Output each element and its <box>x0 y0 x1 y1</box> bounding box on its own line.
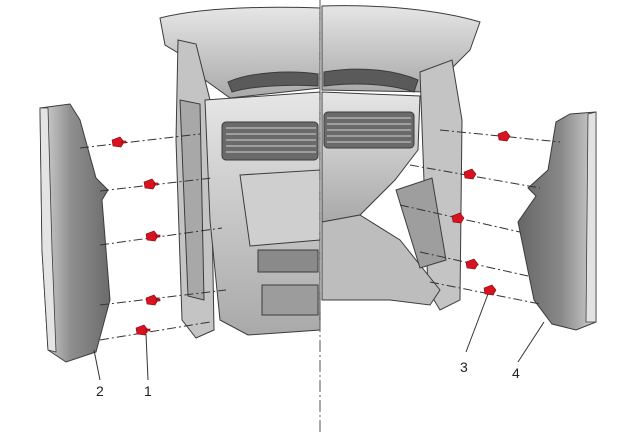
right-side-trim-cover <box>517 111 597 331</box>
center-console-left <box>239 169 321 247</box>
vent-louvres-left <box>226 127 316 153</box>
upper-vent-right <box>323 68 419 93</box>
center-vent-left <box>221 121 319 161</box>
red-retaining-clip-icon <box>497 130 511 142</box>
inner-bracket-right <box>395 177 447 269</box>
left-cover-edge <box>39 107 57 353</box>
vent-louvres-right <box>327 117 411 143</box>
red-retaining-clip-icon <box>143 178 159 190</box>
red-retaining-clip-icon <box>483 284 497 296</box>
callout-3: 3 <box>460 359 468 375</box>
red-retaining-clip-icon <box>465 258 479 270</box>
callout-2: 2 <box>96 383 104 399</box>
right-cover-edge <box>585 111 597 323</box>
left-side-frame <box>179 99 205 301</box>
retaining-clips <box>111 130 511 336</box>
callout-4: 4 <box>512 365 520 381</box>
upper-vent-left <box>227 71 319 93</box>
lower-frame-right <box>321 214 441 306</box>
red-retaining-clip-icon <box>111 136 127 148</box>
red-retaining-clip-icon <box>135 324 151 336</box>
dashboard-right-half <box>321 5 481 311</box>
red-retaining-clip-icon <box>145 230 161 242</box>
dashboard-left-half <box>159 6 321 339</box>
lower-tray-left <box>261 284 319 316</box>
callout-1: 1 <box>144 383 152 399</box>
red-retaining-clip-icon <box>145 294 161 306</box>
red-retaining-clip-icon <box>463 168 477 180</box>
radio-slot-left <box>257 249 319 273</box>
callout-leaders <box>93 293 545 381</box>
red-retaining-clip-icon <box>451 212 465 224</box>
